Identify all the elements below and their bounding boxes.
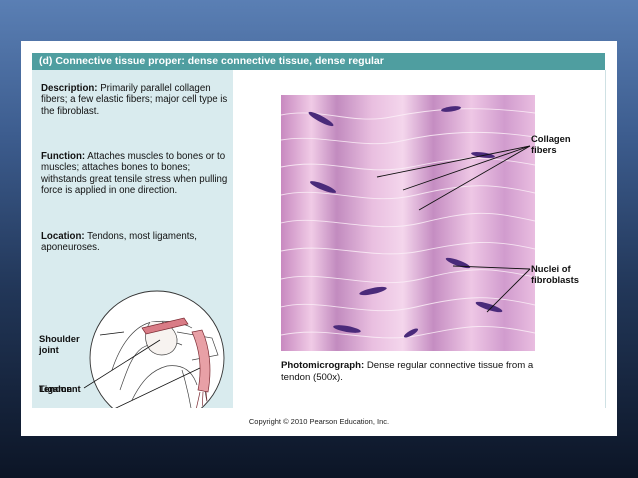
function-body: Attaches muscles to bones or to muscles;… [41, 151, 228, 197]
collagen-label-line1: Collagen [531, 133, 571, 144]
shoulder-label-line2: joint [39, 344, 59, 355]
micrograph-caption: Photomicrograph: Dense regular connectiv… [281, 360, 541, 383]
copyright-text: Copyright © 2010 Pearson Education, Inc. [248, 417, 390, 426]
description-text: Description: Primarily parallel collagen… [41, 83, 231, 117]
location-text: Location: Tendons, most ligaments, apone… [41, 231, 231, 254]
description-body: Primarily parallel collagen fibers; a fe… [41, 83, 228, 117]
location-label: Location: [41, 231, 85, 242]
description-label: Description: [41, 83, 98, 94]
collagen-fibers-label: Collagen fibers [531, 133, 571, 155]
nuclei-label-line1: Nuclei of [531, 263, 571, 274]
function-label: Function: [41, 151, 86, 162]
location-body: Tendons, most ligaments, aponeuroses. [41, 231, 197, 254]
function-text: Function: Attaches muscles to bones or t… [41, 151, 231, 197]
tendon-label: Tendon [39, 383, 73, 394]
ligament-label: Ligament [39, 383, 81, 394]
photomicrograph [281, 95, 535, 351]
shoulder-label-line1: Shoulder [39, 333, 80, 344]
caption-body: Dense regular connective tissue from a t… [281, 360, 534, 383]
nuclei-label: Nuclei of fibroblasts [531, 263, 579, 285]
shoulder-joint-label: Shoulder joint [39, 333, 80, 355]
slide-card: (d) Connective tissue proper: dense conn… [21, 41, 617, 436]
micrograph-panel: Collagen fibers Nuclei of fibroblasts Ph… [233, 70, 606, 408]
panel-header: (d) Connective tissue proper: dense conn… [32, 53, 605, 70]
nuclei-label-line2: fibroblasts [531, 274, 579, 285]
shoulder-illustration [83, 290, 225, 408]
info-panel: Description: Primarily parallel collagen… [32, 70, 233, 408]
caption-label: Photomicrograph: [281, 360, 365, 371]
micrograph-leaders [376, 145, 531, 313]
collagen-label-line2: fibers [531, 144, 557, 155]
